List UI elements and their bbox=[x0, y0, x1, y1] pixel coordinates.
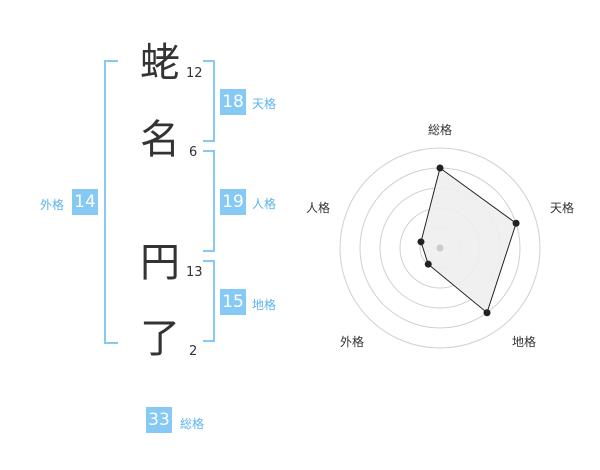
radar-ring-5 bbox=[339, 147, 541, 349]
radar-point-5 bbox=[417, 238, 425, 246]
tenkaku-badge: 18 bbox=[220, 89, 246, 115]
name-char-1: 蛯 bbox=[140, 40, 180, 86]
name-char-3: 円 bbox=[140, 240, 180, 286]
chikaku-bracket bbox=[203, 260, 215, 342]
axis-label-tenkaku: 天格 bbox=[550, 200, 574, 215]
stroke-count-1: 12 bbox=[186, 66, 203, 81]
radar-center-dot bbox=[436, 244, 444, 252]
radar-point-1 bbox=[436, 164, 444, 172]
jinkaku-bracket bbox=[203, 150, 215, 252]
chikaku-badge: 15 bbox=[220, 289, 246, 315]
gaikaku-badge: 14 bbox=[72, 189, 98, 215]
soukaku-badge: 33 bbox=[146, 407, 172, 433]
gaikaku-label: 外格 bbox=[40, 198, 65, 212]
stroke-count-3: 13 bbox=[186, 265, 203, 280]
name-char-2: 名 bbox=[140, 117, 180, 163]
jinkaku-label: 人格 bbox=[252, 197, 277, 211]
axis-label-gaikaku: 外格 bbox=[340, 334, 364, 349]
stroke-count-4: 2 bbox=[189, 344, 198, 359]
soukaku-label: 総格 bbox=[180, 417, 205, 431]
tenkaku-bracket bbox=[203, 60, 215, 142]
axis-label-jinkaku: 人格 bbox=[306, 200, 330, 215]
stroke-count-2: 6 bbox=[189, 145, 198, 160]
tenkaku-label: 天格 bbox=[252, 97, 277, 111]
radar-point-3 bbox=[483, 309, 491, 317]
radar-point-2 bbox=[512, 219, 520, 227]
axis-label-chikaku: 地格 bbox=[512, 334, 536, 349]
radar-point-4 bbox=[424, 260, 432, 268]
gaikaku-bracket bbox=[104, 60, 118, 344]
name-char-4: 了 bbox=[140, 316, 180, 362]
jinkaku-badge: 19 bbox=[220, 189, 246, 215]
axis-label-soukaku: 総格 bbox=[428, 122, 452, 137]
chikaku-label: 地格 bbox=[252, 298, 277, 312]
radar-area bbox=[420, 167, 517, 314]
